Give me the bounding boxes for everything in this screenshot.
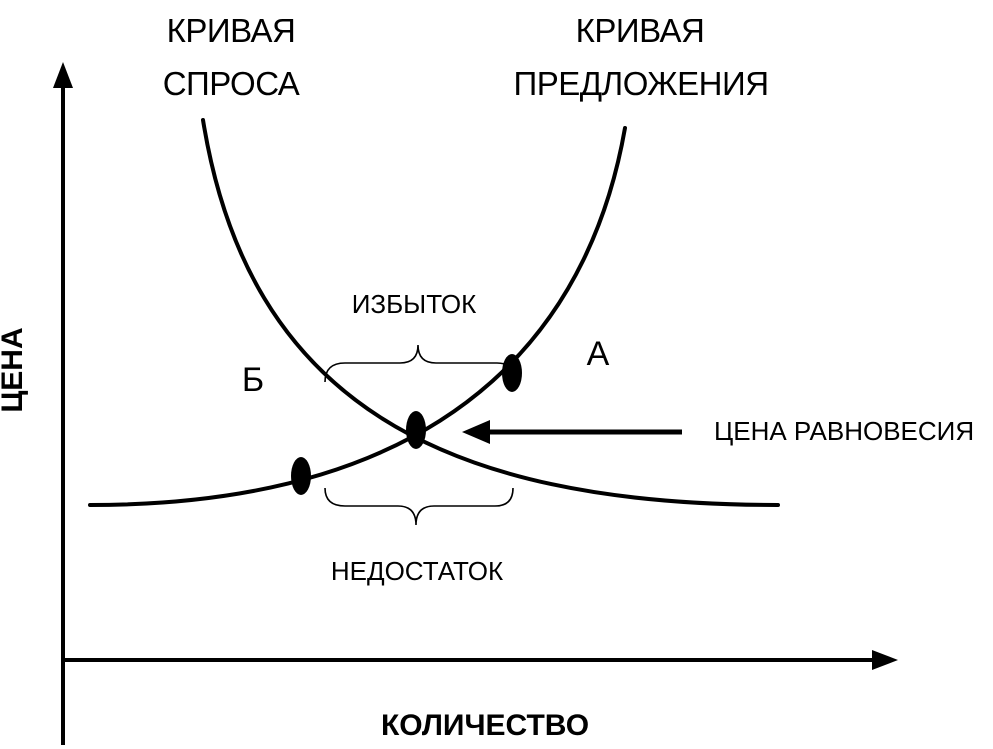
demand-label-line2: СПРОСА — [163, 65, 300, 102]
equilibrium-arrow-head — [462, 420, 490, 444]
equilibrium-price-label: ЦЕНА РАВНОВЕСИЯ — [714, 416, 974, 446]
surplus-brace — [324, 344, 516, 383]
supply-label-line2: ПРЕДЛОЖЕНИЯ — [513, 65, 768, 102]
point-a-label: А — [587, 335, 610, 373]
y-axis-title: ЦЕНА — [0, 327, 29, 412]
x-axis-title: КОЛИЧЕСТВО — [381, 709, 589, 742]
y-axis-arrowhead — [53, 62, 73, 88]
point-b-marker — [291, 457, 311, 495]
point-a-marker — [502, 354, 522, 392]
demand-curve — [201, 118, 780, 507]
equilibrium-marker — [406, 411, 426, 449]
supply-curve — [88, 126, 627, 507]
point-b-label: Б — [242, 361, 264, 399]
supply-label-line1: КРИВАЯ — [576, 12, 705, 49]
demand-label-line1: КРИВАЯ — [167, 12, 296, 49]
shortage-brace — [324, 487, 514, 526]
shortage-label: НЕДОСТАТОК — [331, 556, 503, 586]
x-axis-arrowhead — [872, 650, 898, 670]
surplus-label: ИЗБЫТОК — [352, 289, 477, 319]
